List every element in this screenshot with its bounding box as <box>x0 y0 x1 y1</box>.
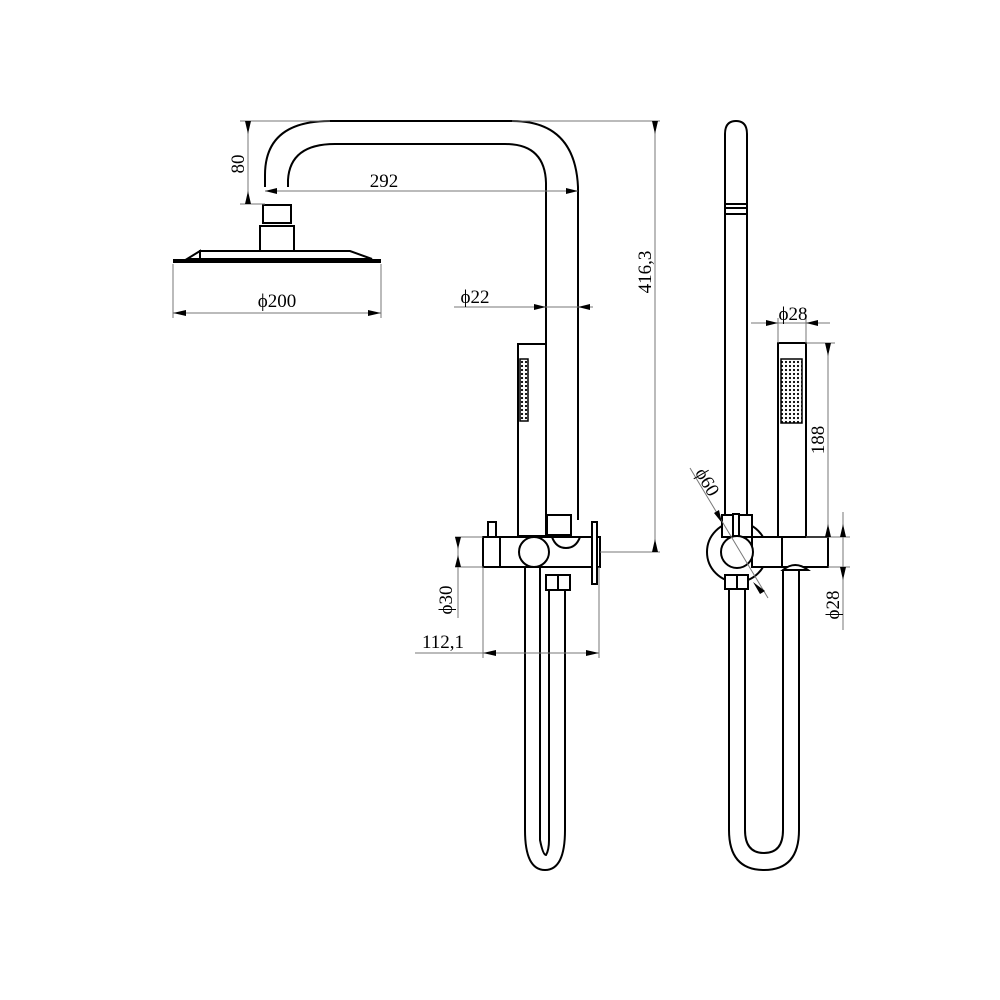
dim-handshower-diameter: ϕ28 <box>778 304 807 325</box>
head-swivel <box>259 225 295 252</box>
spray-face-front <box>519 358 529 422</box>
side-view <box>706 119 829 872</box>
hose-connector <box>518 536 550 568</box>
riser-side <box>724 119 748 535</box>
front-view <box>173 120 601 872</box>
dim-wall-plate-diameter: ϕ60 <box>690 464 723 500</box>
dim-mixer-width: 112,1 <box>422 632 464 653</box>
hose-front-outer <box>524 567 566 872</box>
dim-head-diameter: ϕ200 <box>258 291 297 312</box>
side-dimensions: ϕ28 188 ϕ28 ϕ60 <box>689 304 850 630</box>
dim-holder-diameter: ϕ28 <box>823 590 844 619</box>
mixer-side <box>751 536 829 568</box>
shower-arm-outer <box>264 120 579 520</box>
dim-arm-reach: 292 <box>370 171 399 192</box>
mixer-handle <box>591 521 598 585</box>
hose-front-inner <box>539 567 550 857</box>
dim-handshower-length: 188 <box>808 426 829 455</box>
spray-face-side <box>780 358 803 424</box>
shower-arm-inner <box>287 143 547 310</box>
arm-nut <box>262 204 292 224</box>
dim-mixer-diameter: ϕ30 <box>436 585 457 614</box>
dim-riser-diameter: ϕ22 <box>460 287 489 308</box>
side-connector <box>720 535 754 569</box>
dim-total-height: 416,3 <box>635 251 656 294</box>
front-dimensions: 80 292 ϕ200 ϕ22 416,3 ϕ30 <box>172 120 660 658</box>
hose-side-outer <box>728 570 800 872</box>
holder-clip <box>546 514 572 536</box>
diverter-knob <box>487 521 497 538</box>
dim-arm-drop: 80 <box>228 155 249 174</box>
hose-side-inner <box>744 570 784 855</box>
shower-head-plate <box>173 259 381 263</box>
shower-head-top <box>199 250 373 260</box>
